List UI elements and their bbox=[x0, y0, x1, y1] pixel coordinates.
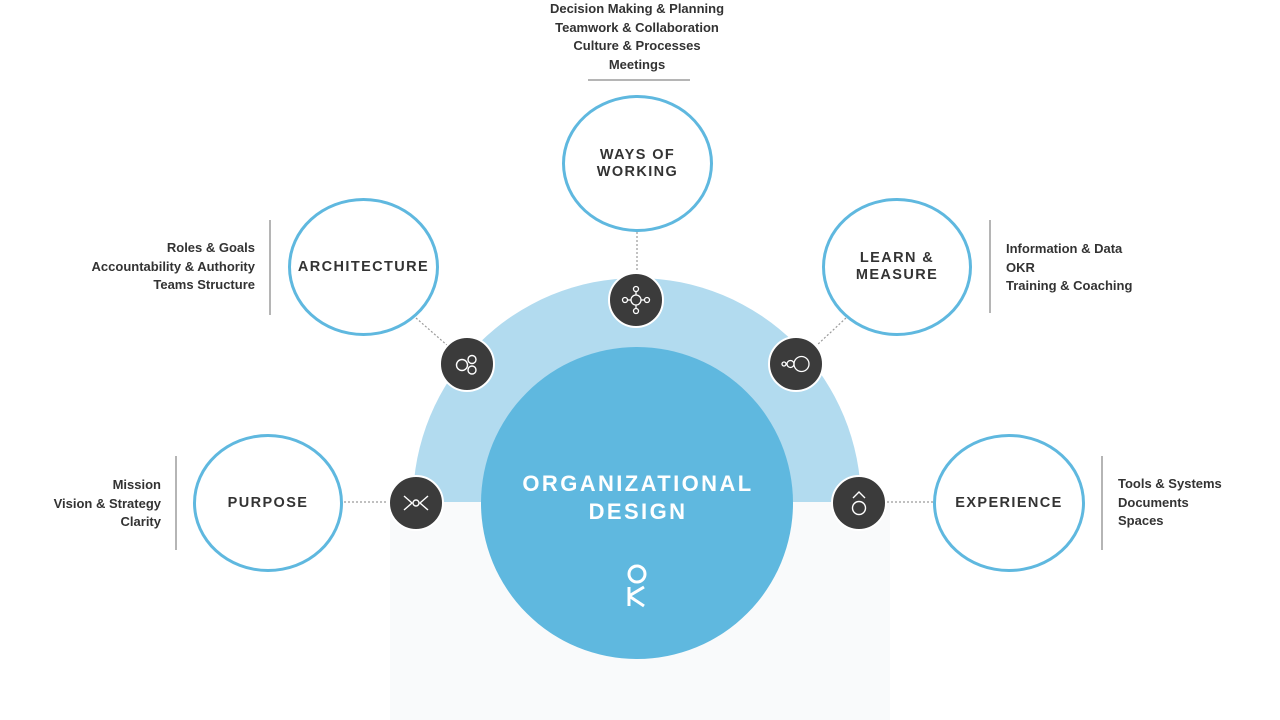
learn-measure-divider bbox=[989, 220, 991, 313]
architecture-items: Roles & Goals Accountability & Authority… bbox=[92, 239, 255, 295]
ways-of-working-node: WAYS OF WORKING bbox=[562, 95, 713, 232]
architecture-divider bbox=[269, 220, 271, 315]
list-item: Documents bbox=[1118, 494, 1189, 510]
ways-of-working-items: Decision Making & Planning Teamwork & Co… bbox=[477, 0, 797, 74]
purpose-node: PURPOSE bbox=[193, 434, 343, 572]
learn-measure-node: LEARN & MEASURE bbox=[822, 198, 972, 336]
list-item: Vision & Strategy bbox=[53, 495, 161, 511]
house-circle-icon bbox=[851, 491, 867, 516]
learn-measure-items: Information & Data OKR Training & Coachi… bbox=[1006, 240, 1132, 296]
experience-badge bbox=[831, 475, 887, 531]
experience-items: Tools & Systems Documents Spaces bbox=[1118, 475, 1222, 531]
ok-logo-icon bbox=[627, 564, 647, 608]
list-item: Teams Structure bbox=[153, 277, 255, 293]
architecture-label: ARCHITECTURE bbox=[297, 258, 430, 275]
converge-arrows-icon bbox=[403, 495, 429, 511]
list-item: Mission bbox=[112, 477, 161, 492]
ways-of-working-label: WAYS OF WORKING bbox=[596, 146, 679, 180]
learn-measure-connector bbox=[815, 317, 847, 347]
list-item: Accountability & Authority bbox=[91, 258, 255, 274]
purpose-label: PURPOSE bbox=[227, 494, 309, 511]
list-item: OKR bbox=[1006, 259, 1035, 275]
connected-nodes-icon bbox=[621, 285, 651, 315]
list-item: Decision Making & Planning bbox=[549, 1, 725, 16]
list-item: Culture & Processes bbox=[573, 38, 701, 54]
architecture-node: ARCHITECTURE bbox=[288, 198, 439, 336]
architecture-badge bbox=[439, 336, 495, 392]
list-item: Tools & Systems bbox=[1118, 476, 1222, 491]
purpose-items: Mission Vision & Strategy Clarity bbox=[54, 476, 161, 532]
ways-of-working-divider bbox=[588, 79, 690, 81]
circles-cluster-icon bbox=[455, 354, 477, 375]
list-item: Training & Coaching bbox=[1006, 278, 1133, 294]
list-item: Teamwork & Collaboration bbox=[555, 19, 719, 35]
experience-divider bbox=[1101, 456, 1103, 550]
list-item: Information & Data bbox=[1006, 241, 1123, 256]
architecture-connector bbox=[415, 317, 449, 347]
growing-circles-icon bbox=[781, 355, 810, 373]
purpose-badge bbox=[388, 475, 444, 531]
ways-of-working-badge bbox=[608, 272, 664, 328]
list-item: Meetings bbox=[608, 56, 666, 72]
list-item: Spaces bbox=[1118, 513, 1164, 529]
experience-label: EXPERIENCE bbox=[955, 494, 1063, 511]
list-item: Roles & Goals bbox=[166, 240, 255, 255]
purpose-divider bbox=[175, 456, 177, 550]
center-title: ORGANIZATIONAL DESIGN bbox=[522, 471, 754, 524]
learn-measure-label: LEARN & MEASURE bbox=[855, 250, 939, 283]
inner-circle bbox=[481, 347, 793, 659]
experience-node: EXPERIENCE bbox=[933, 434, 1085, 572]
learn-measure-badge bbox=[768, 336, 824, 392]
list-item: Clarity bbox=[120, 514, 161, 530]
